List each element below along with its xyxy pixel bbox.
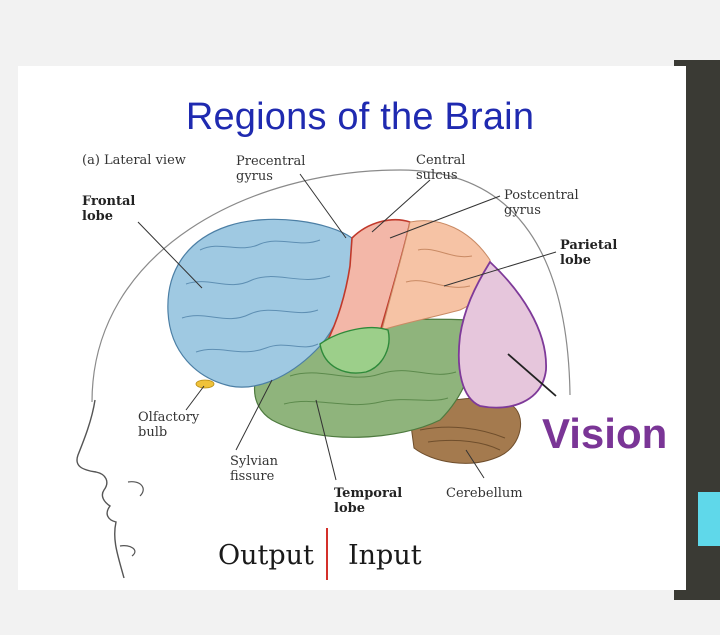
face-profile (76, 399, 125, 579)
temporal-gyri-texture (283, 370, 457, 406)
olfactory-bulb-shape (195, 379, 215, 389)
output-input-divider (326, 528, 328, 580)
slide-accent-bar (698, 492, 720, 546)
panel-caption: (a) Lateral view (82, 153, 186, 168)
vision-annotation: Vision (542, 410, 668, 457)
parietal-lobe-region (457, 260, 547, 409)
input-label: Input (348, 540, 422, 571)
head-outline (91, 169, 571, 403)
nose-nostril (127, 481, 144, 497)
parietal-gyri-texture (405, 248, 473, 288)
postcentral-gyrus-region (381, 220, 492, 331)
page-title: Regions of the Brain (185, 96, 535, 138)
cerebellum-label: Cerebellum (446, 486, 523, 501)
leader-lines (137, 173, 557, 481)
output-label: Output (218, 540, 314, 571)
lip-line (119, 545, 136, 557)
frontal-gyri-texture (181, 239, 331, 353)
insula-outline (319, 327, 390, 374)
